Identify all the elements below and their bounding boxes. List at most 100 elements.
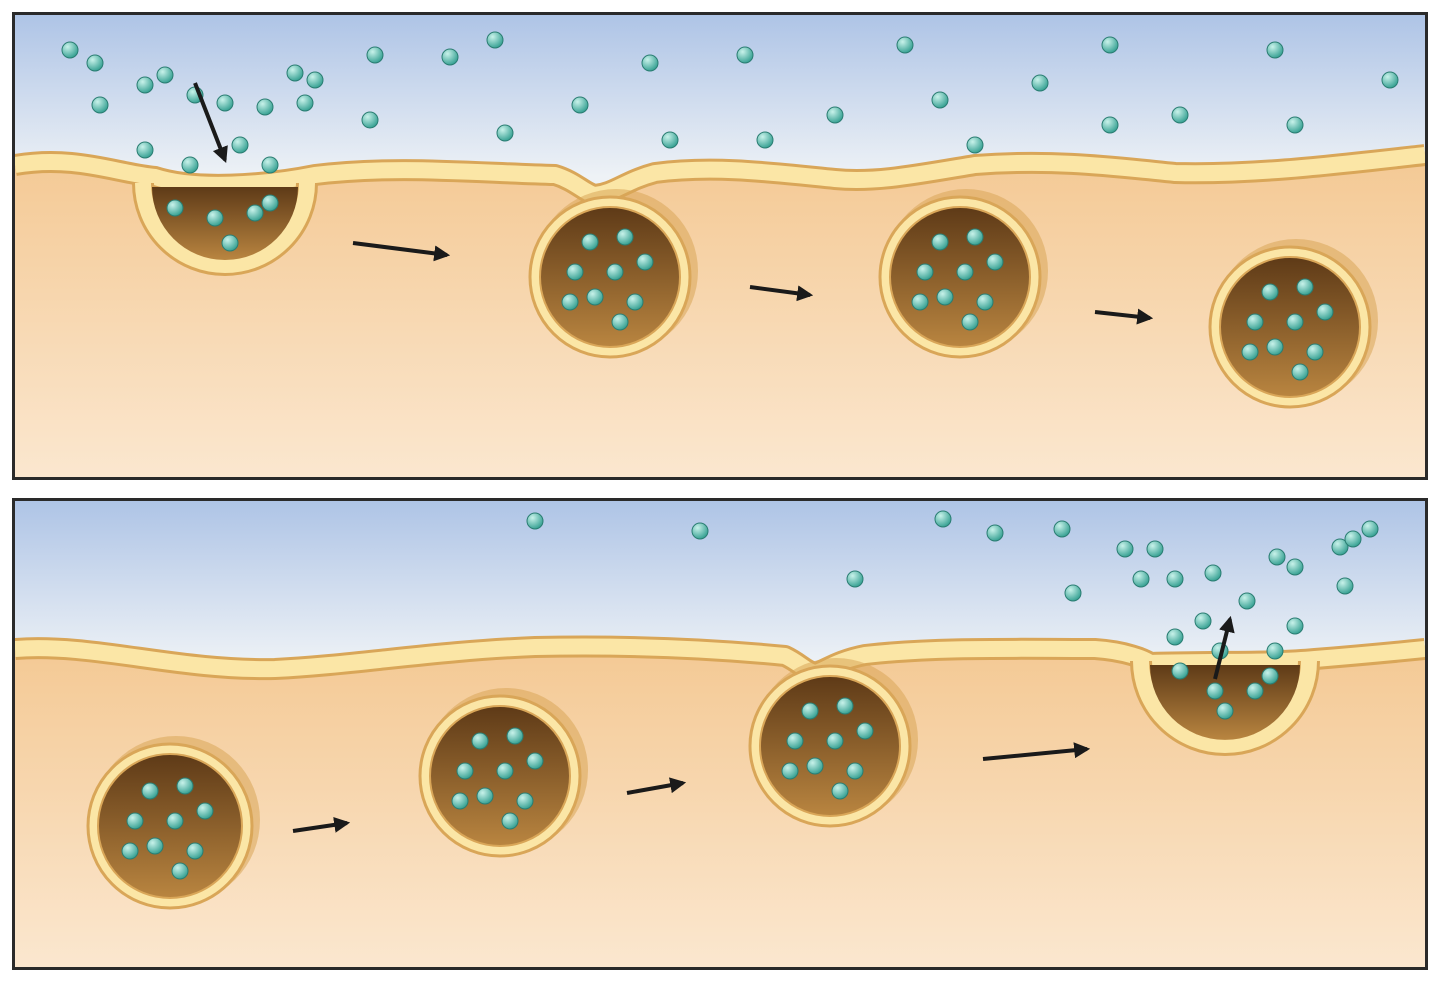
molecule-particle: [147, 838, 163, 854]
molecule-particle: [607, 264, 623, 280]
molecule-particle: [122, 843, 138, 859]
molecule-particle: [807, 758, 823, 774]
molecule-particle: [642, 55, 658, 71]
molecule-particle: [247, 205, 263, 221]
molecule-particle: [1267, 42, 1283, 58]
molecule-particle: [1292, 364, 1308, 380]
molecule-particle: [217, 95, 233, 111]
molecule-particle: [627, 294, 643, 310]
molecule-particle: [87, 55, 103, 71]
molecule-particle: [837, 698, 853, 714]
molecule-particle: [987, 525, 1003, 541]
molecule-particle: [472, 733, 488, 749]
molecule-particle: [1147, 541, 1163, 557]
molecule-particle: [1267, 643, 1283, 659]
molecule-particle: [457, 763, 473, 779]
molecule-particle: [1172, 107, 1188, 123]
molecule-particle: [1337, 578, 1353, 594]
molecule-particle: [1239, 593, 1255, 609]
molecule-particle: [477, 788, 493, 804]
molecule-particle: [1167, 629, 1183, 645]
molecule-particle: [1065, 585, 1081, 601]
molecule-particle: [1307, 344, 1323, 360]
molecule-particle: [587, 289, 603, 305]
molecule-particle: [1195, 613, 1211, 629]
molecule-particle: [1054, 521, 1070, 537]
molecule-particle: [307, 72, 323, 88]
molecule-particle: [137, 77, 153, 93]
molecule-particle: [1287, 618, 1303, 634]
molecule-particle: [182, 157, 198, 173]
molecule-particle: [287, 65, 303, 81]
molecule-particle: [1247, 683, 1263, 699]
endocytosis-panel: [12, 12, 1428, 480]
molecule-particle: [172, 863, 188, 879]
molecule-particle: [187, 843, 203, 859]
molecule-particle: [957, 264, 973, 280]
molecule-particle: [262, 195, 278, 211]
molecule-particle: [692, 523, 708, 539]
molecule-particle: [1167, 571, 1183, 587]
molecule-particle: [582, 234, 598, 250]
molecule-particle: [527, 513, 543, 529]
molecule-particle: [567, 264, 583, 280]
molecule-particle: [1317, 304, 1333, 320]
molecule-particle: [127, 813, 143, 829]
molecule-particle: [232, 137, 248, 153]
molecule-particle: [857, 723, 873, 739]
molecule-particle: [962, 314, 978, 330]
exocytosis-panel: [12, 498, 1428, 970]
molecule-particle: [827, 733, 843, 749]
molecule-particle: [757, 132, 773, 148]
molecule-particle: [562, 294, 578, 310]
molecule-particle: [1102, 117, 1118, 133]
membrane-invagination-pit: [143, 183, 307, 265]
molecule-particle: [527, 753, 543, 769]
molecule-particle: [137, 142, 153, 158]
molecule-particle: [1205, 565, 1221, 581]
molecule-particle: [1297, 279, 1313, 295]
molecule-particle: [207, 210, 223, 226]
molecule-particle: [142, 783, 158, 799]
molecule-particle: [932, 92, 948, 108]
molecule-particle: [802, 703, 818, 719]
molecule-particle: [507, 728, 523, 744]
molecule-particle: [1345, 531, 1361, 547]
molecule-particle: [1207, 683, 1223, 699]
molecule-particle: [967, 229, 983, 245]
exocytosis-diagram: [15, 501, 1425, 967]
molecule-particle: [1267, 339, 1283, 355]
molecule-particle: [177, 778, 193, 794]
molecule-particle: [1247, 314, 1263, 330]
molecule-particle: [737, 47, 753, 63]
molecule-particle: [442, 49, 458, 65]
molecule-particle: [935, 511, 951, 527]
molecule-particle: [1382, 72, 1398, 88]
molecule-particle: [917, 264, 933, 280]
molecule-particle: [222, 235, 238, 251]
molecule-particle: [1172, 663, 1188, 679]
molecule-particle: [967, 137, 983, 153]
molecule-particle: [1262, 668, 1278, 684]
molecule-particle: [1287, 117, 1303, 133]
molecule-particle: [637, 254, 653, 270]
molecule-particle: [1262, 284, 1278, 300]
molecule-particle: [827, 107, 843, 123]
molecule-particle: [517, 793, 533, 809]
molecule-particle: [497, 125, 513, 141]
molecule-particle: [167, 813, 183, 829]
molecule-particle: [977, 294, 993, 310]
molecule-particle: [1287, 559, 1303, 575]
molecule-particle: [617, 229, 633, 245]
molecule-particle: [932, 234, 948, 250]
molecule-particle: [787, 733, 803, 749]
molecule-particle: [62, 42, 78, 58]
molecule-particle: [847, 571, 863, 587]
endocytosis-diagram: [15, 15, 1425, 477]
molecule-particle: [1032, 75, 1048, 91]
molecule-particle: [1217, 703, 1233, 719]
molecule-particle: [297, 95, 313, 111]
molecule-particle: [937, 289, 953, 305]
molecule-particle: [92, 97, 108, 113]
molecule-particle: [1287, 314, 1303, 330]
